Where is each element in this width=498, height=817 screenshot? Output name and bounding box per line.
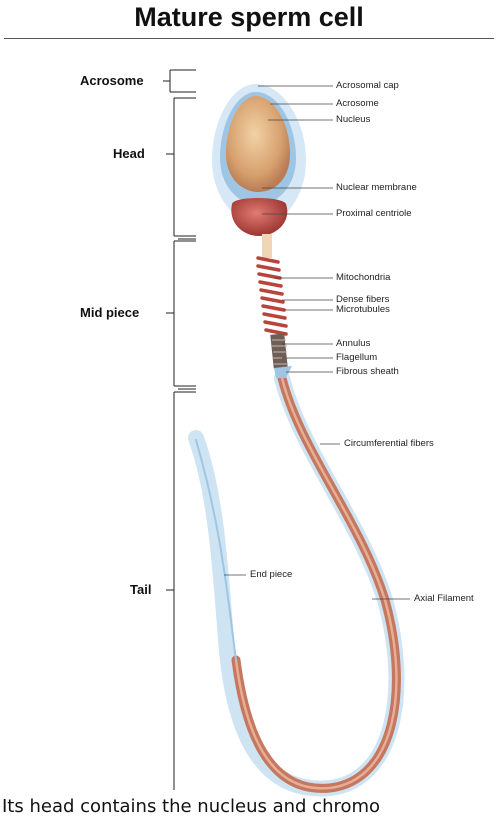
region-label-head: Head bbox=[113, 146, 145, 161]
centriole-shape bbox=[231, 198, 288, 236]
label-mitochondria: Mitochondria bbox=[336, 272, 391, 283]
diagram-title: Mature sperm cell bbox=[134, 2, 364, 32]
end-piece bbox=[195, 439, 237, 661]
label-microtubules: Microtubules bbox=[336, 304, 390, 315]
label-fibrous-sheath: Fibrous sheath bbox=[336, 366, 399, 377]
label-axial-filament: Axial Filament bbox=[414, 593, 474, 604]
axial-filament-line bbox=[234, 376, 398, 790]
region-label-acrosome: Acrosome bbox=[80, 73, 144, 88]
label-nucleus: Nucleus bbox=[336, 114, 371, 125]
label-acrosome: Acrosome bbox=[336, 98, 379, 109]
region-brackets bbox=[163, 69, 196, 790]
label-proximal-centriole: Proximal centriole bbox=[336, 208, 412, 219]
label-flagellum: Flagellum bbox=[336, 352, 378, 363]
label-annulus: Annulus bbox=[336, 338, 371, 349]
mitochondria-spiral bbox=[256, 256, 288, 336]
region-label-mid-piece: Mid piece bbox=[80, 305, 140, 320]
label-dense-fibers: Dense fibers bbox=[336, 294, 390, 305]
label-nuclear-membrane: Nuclear membrane bbox=[336, 182, 417, 193]
label-circumferential-fibers: Circumferential fibers bbox=[344, 438, 434, 449]
fibrous-sheath-shape bbox=[274, 366, 292, 378]
label-end-piece: End piece bbox=[250, 569, 293, 580]
title-divider bbox=[4, 38, 494, 39]
neck bbox=[262, 234, 272, 258]
flagellum-hatching bbox=[272, 339, 288, 365]
label-acrosomal-cap: Acrosomal cap bbox=[336, 80, 399, 91]
region-label-tail: Tail bbox=[130, 582, 152, 597]
caption-text: Its head contains the nucleus and chromo bbox=[2, 796, 381, 817]
leader-lines bbox=[224, 85, 410, 600]
annulus-segment bbox=[270, 333, 288, 369]
